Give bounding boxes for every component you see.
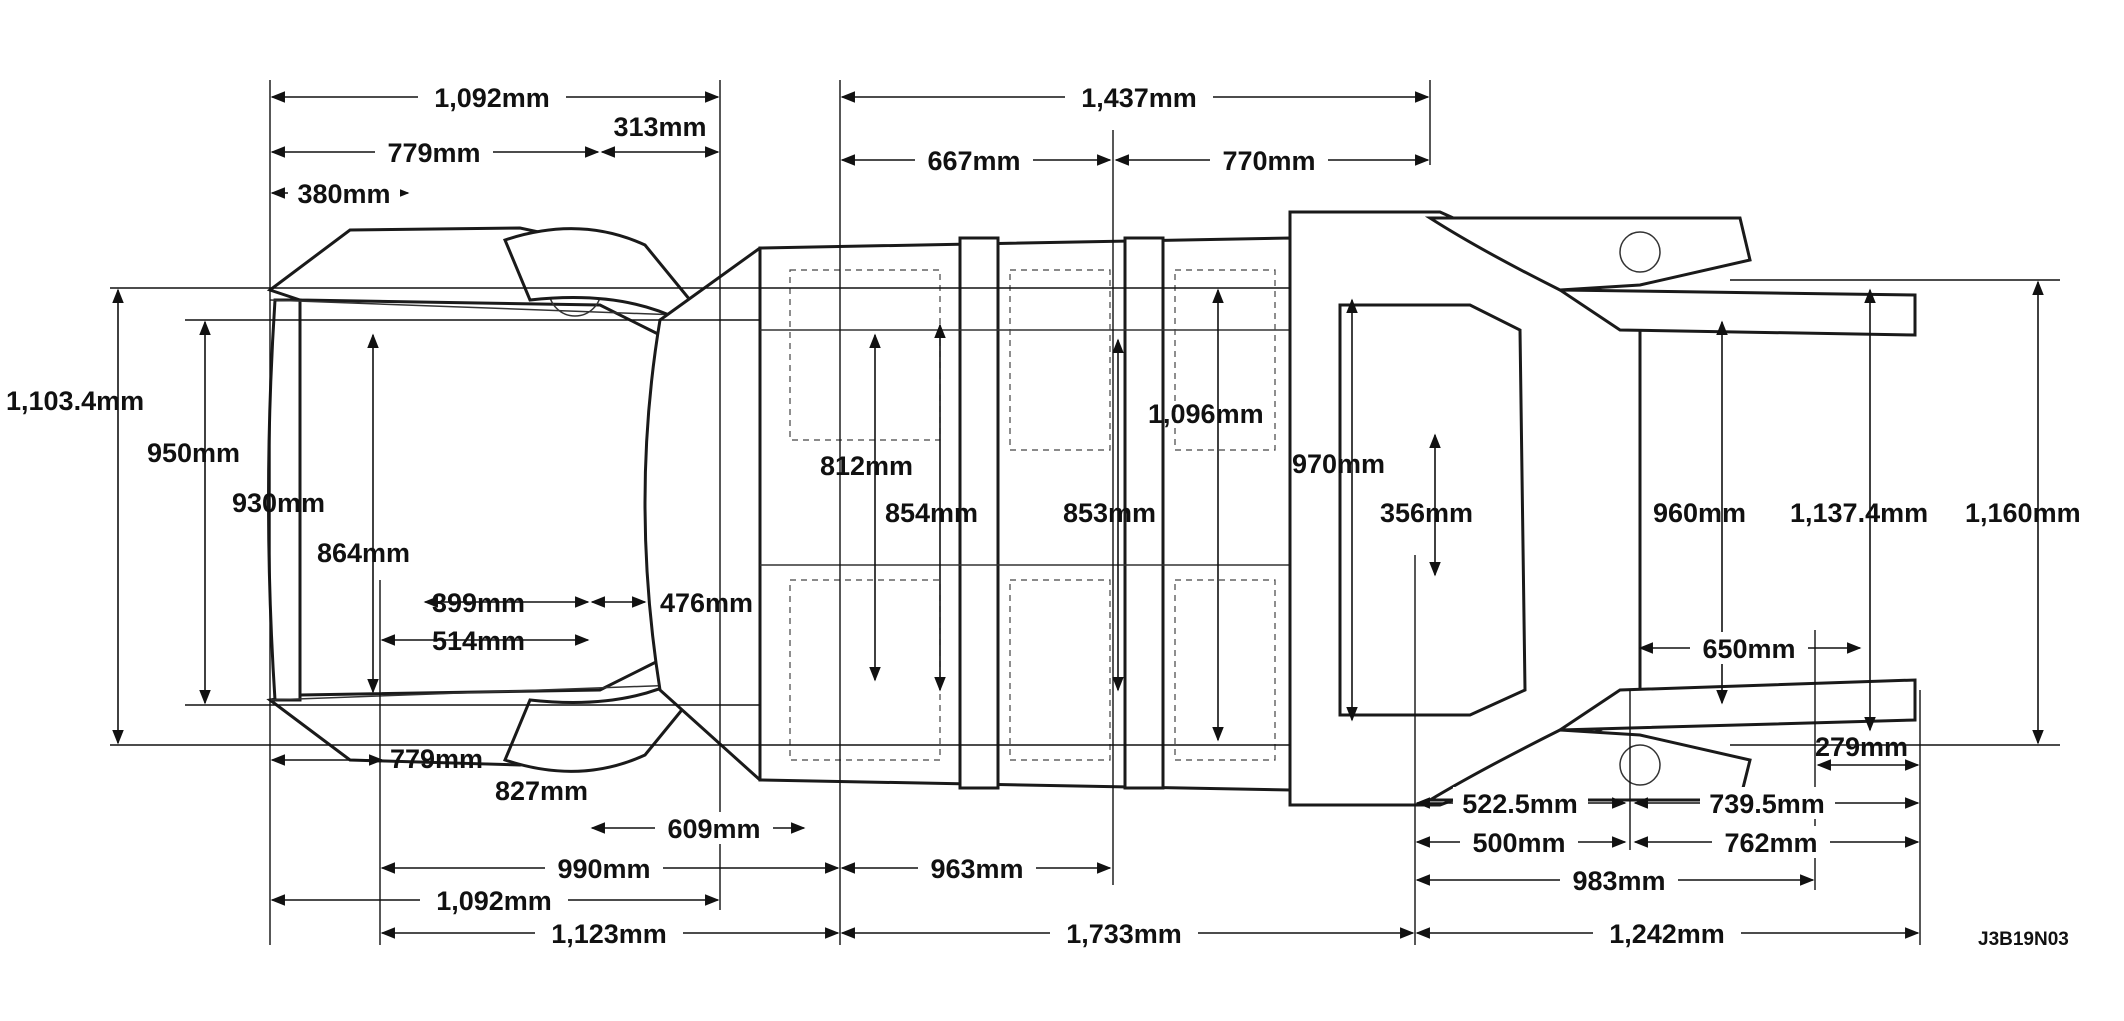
dim-front-514: 514mm [432,626,525,656]
dim-mid-356: 356mm [1380,498,1473,528]
dim-top-front-1092: 1,092mm [434,83,550,113]
dim-front-827: 827mm [495,776,588,806]
floor-detail-6 [1174,579,1276,761]
dim-front-609: 609mm [667,814,760,844]
rear-wheelhouse-lower [1424,728,1752,802]
dim-rear-1160: 1,160mm [1965,498,2081,528]
dim-rear-1137-4: 1,137.4mm [1790,498,1928,528]
dim-bottom-1733: 1,733mm [1066,919,1182,949]
dim-rear-500: 500mm [1472,828,1565,858]
floor-detail-2 [789,579,941,761]
dim-top-mid-1437: 1,437mm [1081,83,1197,113]
dim-rear-650: 650mm [1702,634,1795,664]
dim-mid-1096: 1,096mm [1148,399,1264,429]
dim-top-front-313: 313mm [613,112,706,142]
dim-bottom-1092: 1,092mm [436,886,552,916]
dim-mid-853: 853mm [1063,498,1156,528]
dim-bottom-990: 990mm [557,854,650,884]
floor-detail-4 [1009,579,1111,761]
rear-mount-upper [1619,231,1661,273]
vehicle-underbody-outline [266,210,1917,807]
dim-mid-970: 970mm [1292,449,1385,479]
dim-bottom-963: 963mm [930,854,1023,884]
dim-top-front-779: 779mm [387,138,480,168]
dimension-labels: 1,092mm 779mm 313mm 380mm 1,437mm 667mm … [6,80,2081,950]
dash-panel [643,246,782,782]
dim-left-1103-4: 1,103.4mm [6,386,144,416]
floor-detail-3 [1009,269,1111,451]
dim-rear-960: 960mm [1653,498,1746,528]
floor-detail-5 [1174,269,1276,451]
rear-side-member-lower [1554,678,1917,732]
dim-rear-739-5: 739.5mm [1709,789,1825,819]
extension-lines [110,80,2060,945]
dim-rear-983: 983mm [1572,866,1665,896]
front-crossmember [267,298,302,702]
dim-mid-812: 812mm [820,451,913,481]
diagram-code: J3B19N03 [1978,929,2069,950]
dim-top-front-380: 380mm [297,179,390,209]
dim-bottom-1242: 1,242mm [1609,919,1725,949]
dim-front-779-low: 779mm [390,744,483,774]
dim-front-399: 399mm [432,588,525,618]
rear-mount-lower [1619,744,1661,786]
dim-rear-762: 762mm [1724,828,1817,858]
dim-front-476: 476mm [660,588,753,618]
dim-rear-522-5: 522.5mm [1462,789,1578,819]
rear-wheelhouse-upper [1424,216,1752,292]
dim-top-mid-770: 770mm [1222,146,1315,176]
dim-left-864: 864mm [317,538,410,568]
dim-left-930: 930mm [232,488,325,518]
dim-bottom-1123: 1,123mm [551,919,667,949]
dim-rear-279: 279mm [1815,732,1908,762]
dim-mid-854: 854mm [885,498,978,528]
rear-side-member-upper [1554,288,1917,337]
dim-left-950: 950mm [147,438,240,468]
dim-top-mid-667: 667mm [927,146,1020,176]
